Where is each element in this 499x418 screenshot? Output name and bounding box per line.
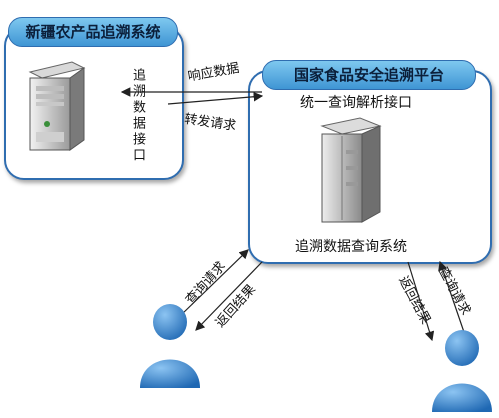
unified-query-interface-label: 统一查询解析接口 <box>300 95 412 111</box>
national-platform-title: 国家食品安全追溯平台 <box>262 60 476 90</box>
right-user-icon <box>432 330 492 412</box>
right-result-arrow <box>407 261 435 342</box>
left-result-arrow <box>195 261 263 331</box>
right-query-arrow <box>438 260 467 339</box>
left-system-title: 新疆农产品追溯系统 <box>8 17 178 47</box>
server-tower-icon <box>28 61 86 151</box>
left-query-arrow <box>179 249 249 317</box>
forward-request-arrow <box>167 91 264 105</box>
server-cabinet-icon <box>320 117 382 223</box>
trace-query-system-label: 追溯数据查询系统 <box>295 239 407 255</box>
left-user-icon <box>140 304 200 388</box>
